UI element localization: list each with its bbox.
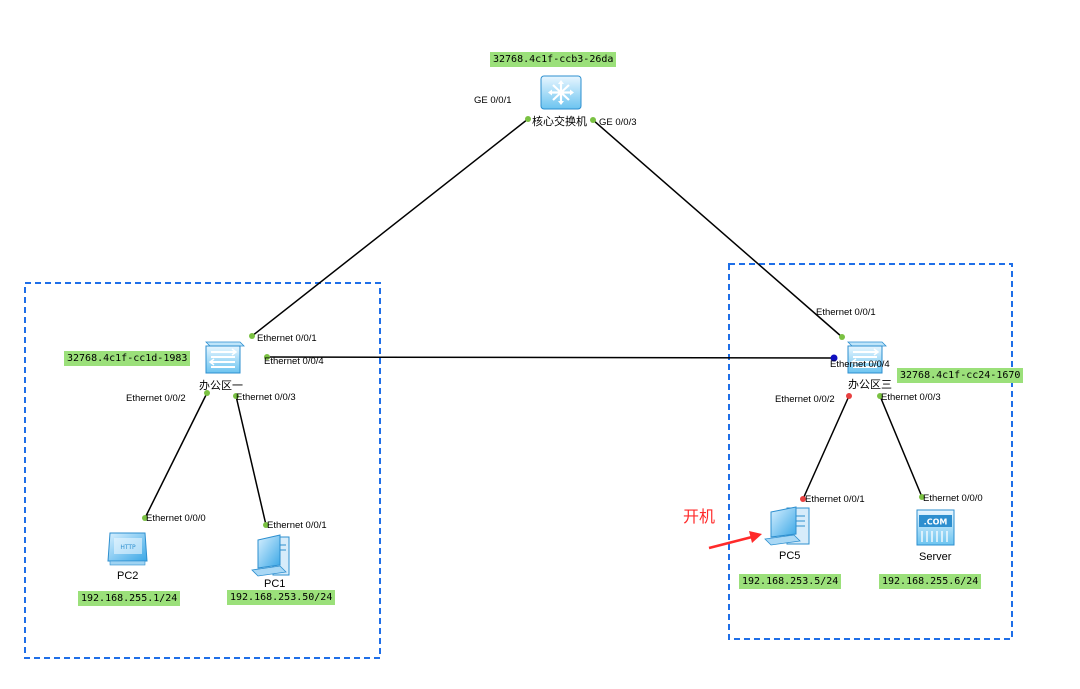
device-label-sw1: 办公区一 xyxy=(199,380,243,392)
device-label-pc1: PC1 xyxy=(264,578,286,590)
link-sw3-server[interactable] xyxy=(879,395,923,498)
port-label-sw1-e3: Ethernet 0/0/3 xyxy=(236,392,296,403)
pc-icon[interactable] xyxy=(764,506,810,546)
device-label-pc5: PC5 xyxy=(779,550,801,562)
link-sw1-pc1[interactable] xyxy=(235,395,267,526)
svg-text:.COM: .COM xyxy=(924,518,948,527)
server-icon[interactable]: .COM xyxy=(916,509,955,546)
port-dot-sw3-e3 xyxy=(877,393,883,399)
bridge-id-tag-core: 32768.4c1f-ccb3-26da xyxy=(490,52,617,67)
port-label-sw3-e4: Ethernet 0/0/4 xyxy=(830,359,890,370)
port-label-core-ge1: GE 0/0/1 xyxy=(474,95,512,106)
port-label-pc2-e0: Ethernet 0/0/0 xyxy=(146,513,206,524)
ip-tag-server: 192.168.255.6/24 xyxy=(879,574,982,589)
port-dot-sw3-e2 xyxy=(846,393,852,399)
red-arrow-icon xyxy=(708,531,762,550)
port-label-pc5-e1: Ethernet 0/0/1 xyxy=(805,494,865,505)
office-zone-3-border xyxy=(728,263,1013,640)
port-label-sw1-e1: Ethernet 0/0/1 xyxy=(257,333,317,344)
link-sw1-pc2[interactable] xyxy=(144,392,208,519)
port-label-sw3-e1: Ethernet 0/0/1 xyxy=(816,307,876,318)
link-core-sw3[interactable] xyxy=(592,119,843,338)
device-label-sw3: 办公区三 xyxy=(848,379,892,391)
port-dot-pc5-e1 xyxy=(800,496,806,502)
port-label-server-e0: Ethernet 0/0/0 xyxy=(923,493,983,504)
port-dot-core-ge3 xyxy=(590,117,596,123)
link-sw1-sw3[interactable] xyxy=(266,356,835,359)
port-dot-server-e0 xyxy=(919,494,925,500)
ip-tag-pc5: 192.168.253.5/24 xyxy=(739,574,842,589)
link-core-sw1[interactable] xyxy=(251,118,529,337)
bridge-id-tag-sw1: 32768.4c1f-cc1d-1983 xyxy=(64,351,191,366)
bridge-id-tag-sw3: 32768.4c1f-cc24-1670 xyxy=(897,368,1024,383)
port-label-core-ge3: GE 0/0/3 xyxy=(599,117,637,128)
port-label-pc1-e1: Ethernet 0/0/1 xyxy=(267,520,327,531)
pc-icon[interactable] xyxy=(251,534,290,577)
port-dot-pc1-e1 xyxy=(263,522,269,528)
port-label-sw1-e4: Ethernet 0/0/4 xyxy=(264,356,324,367)
core-switch-icon[interactable] xyxy=(540,75,582,110)
ip-tag-pc1: 192.168.253.50/24 xyxy=(227,590,336,605)
port-label-sw3-e2: Ethernet 0/0/2 xyxy=(775,394,835,405)
device-label-pc2: PC2 xyxy=(117,570,139,582)
link-sw3-pc5[interactable] xyxy=(802,395,850,500)
port-dot-sw1-e3 xyxy=(233,393,239,399)
switch-icon[interactable] xyxy=(205,341,245,374)
port-dot-core-ge1 xyxy=(525,116,531,122)
port-label-sw1-e2: Ethernet 0/0/2 xyxy=(126,393,186,404)
device-label-core: 核心交换机 xyxy=(532,116,587,128)
switch-icon[interactable] xyxy=(847,341,887,374)
annotation-power-on: 开机 xyxy=(683,507,716,526)
port-dot-sw1-e1 xyxy=(249,333,255,339)
port-label-sw3-e3: Ethernet 0/0/3 xyxy=(881,392,941,403)
port-dot-sw3-e4 xyxy=(830,354,838,362)
port-dot-sw3-e1 xyxy=(839,334,845,340)
pc-icon[interactable]: HTTP xyxy=(107,532,148,566)
office-zone-1-border xyxy=(24,282,381,659)
port-dot-pc2-e0 xyxy=(142,515,148,521)
port-dot-sw1-e2 xyxy=(204,390,210,396)
device-label-server: Server xyxy=(919,551,952,563)
svg-text:HTTP: HTTP xyxy=(120,544,136,551)
ip-tag-pc2: 192.168.255.1/24 xyxy=(78,591,181,606)
port-dot-sw1-e4 xyxy=(264,354,270,360)
